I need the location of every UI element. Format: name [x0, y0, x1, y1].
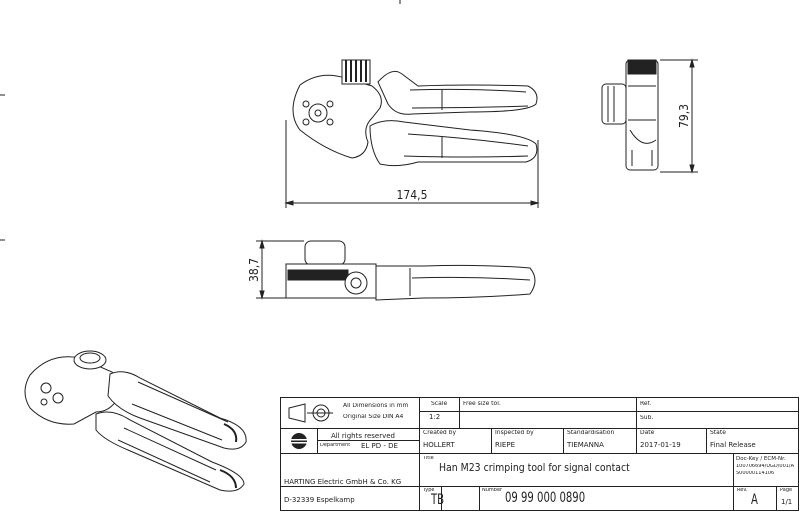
- date-value: 2017-01-19: [640, 441, 681, 449]
- all-dimensions-note: All Dimensions in mm: [343, 403, 409, 409]
- department-value: EL PD - DE: [361, 442, 398, 450]
- type-value: TB: [431, 492, 445, 508]
- all-rights-reserved: All rights reserved: [331, 432, 395, 440]
- date-label: Date: [640, 430, 655, 436]
- number-value: 09 99 000 0890: [505, 490, 586, 506]
- scale-label: Scale: [431, 401, 448, 407]
- doc-key-line2: S00000114106: [736, 471, 775, 476]
- page-label: Page: [780, 488, 793, 493]
- ref-label: Ref.: [640, 401, 652, 407]
- state-value: Final Release: [710, 441, 756, 449]
- company-name: HARTING Electric GmbH & Co. KG: [284, 478, 402, 486]
- top-view-pliers: [256, 239, 536, 301]
- rev-value: A: [751, 492, 758, 508]
- created-by-value: HÖLLERT: [423, 441, 455, 449]
- number-label: Number: [482, 488, 503, 493]
- state-label: State: [710, 430, 726, 436]
- type-label: Type: [423, 488, 435, 493]
- front-view-pliers: [284, 59, 540, 208]
- standardisation-value: TIEMANNA: [567, 441, 604, 449]
- free-size-tol-label: Free size tol.: [463, 401, 501, 407]
- inspected-by-label: Inspected by: [495, 430, 534, 436]
- inspected-by-value: RIEPE: [495, 441, 515, 449]
- side-view-pliers: [601, 58, 698, 174]
- dimension-height: 79,3: [677, 104, 691, 128]
- department-label: Department: [320, 443, 351, 448]
- rev-label: Rev.: [737, 488, 748, 493]
- drawing-title: Han M23 crimping tool for signal contact: [439, 462, 630, 474]
- dimension-width: 174,5: [397, 188, 428, 202]
- standardisation-label: Standardisation: [567, 430, 615, 436]
- title-label: Title: [423, 456, 434, 461]
- original-size-note: Original Size DIN A4: [343, 414, 404, 420]
- isometric-view-pliers: [24, 350, 247, 492]
- created-by-label: Created by: [423, 430, 457, 436]
- scale-value: 1:2: [429, 413, 441, 421]
- doc-key-line1: 100706694/UGD/001/A: [736, 464, 795, 469]
- projection-symbol-icon: [288, 403, 333, 423]
- page-value: 1/1: [781, 498, 793, 506]
- dimension-depth: 38,7: [247, 258, 261, 282]
- sub-label: Sub.: [640, 415, 654, 421]
- company-address: D-32339 Espelkamp: [284, 496, 355, 504]
- harting-logo-icon: [291, 433, 307, 449]
- doc-key-label: Doc-Key / ECM-Nr.: [736, 456, 786, 462]
- title-block: All Dimensions in mm Original Size DIN A…: [280, 397, 799, 511]
